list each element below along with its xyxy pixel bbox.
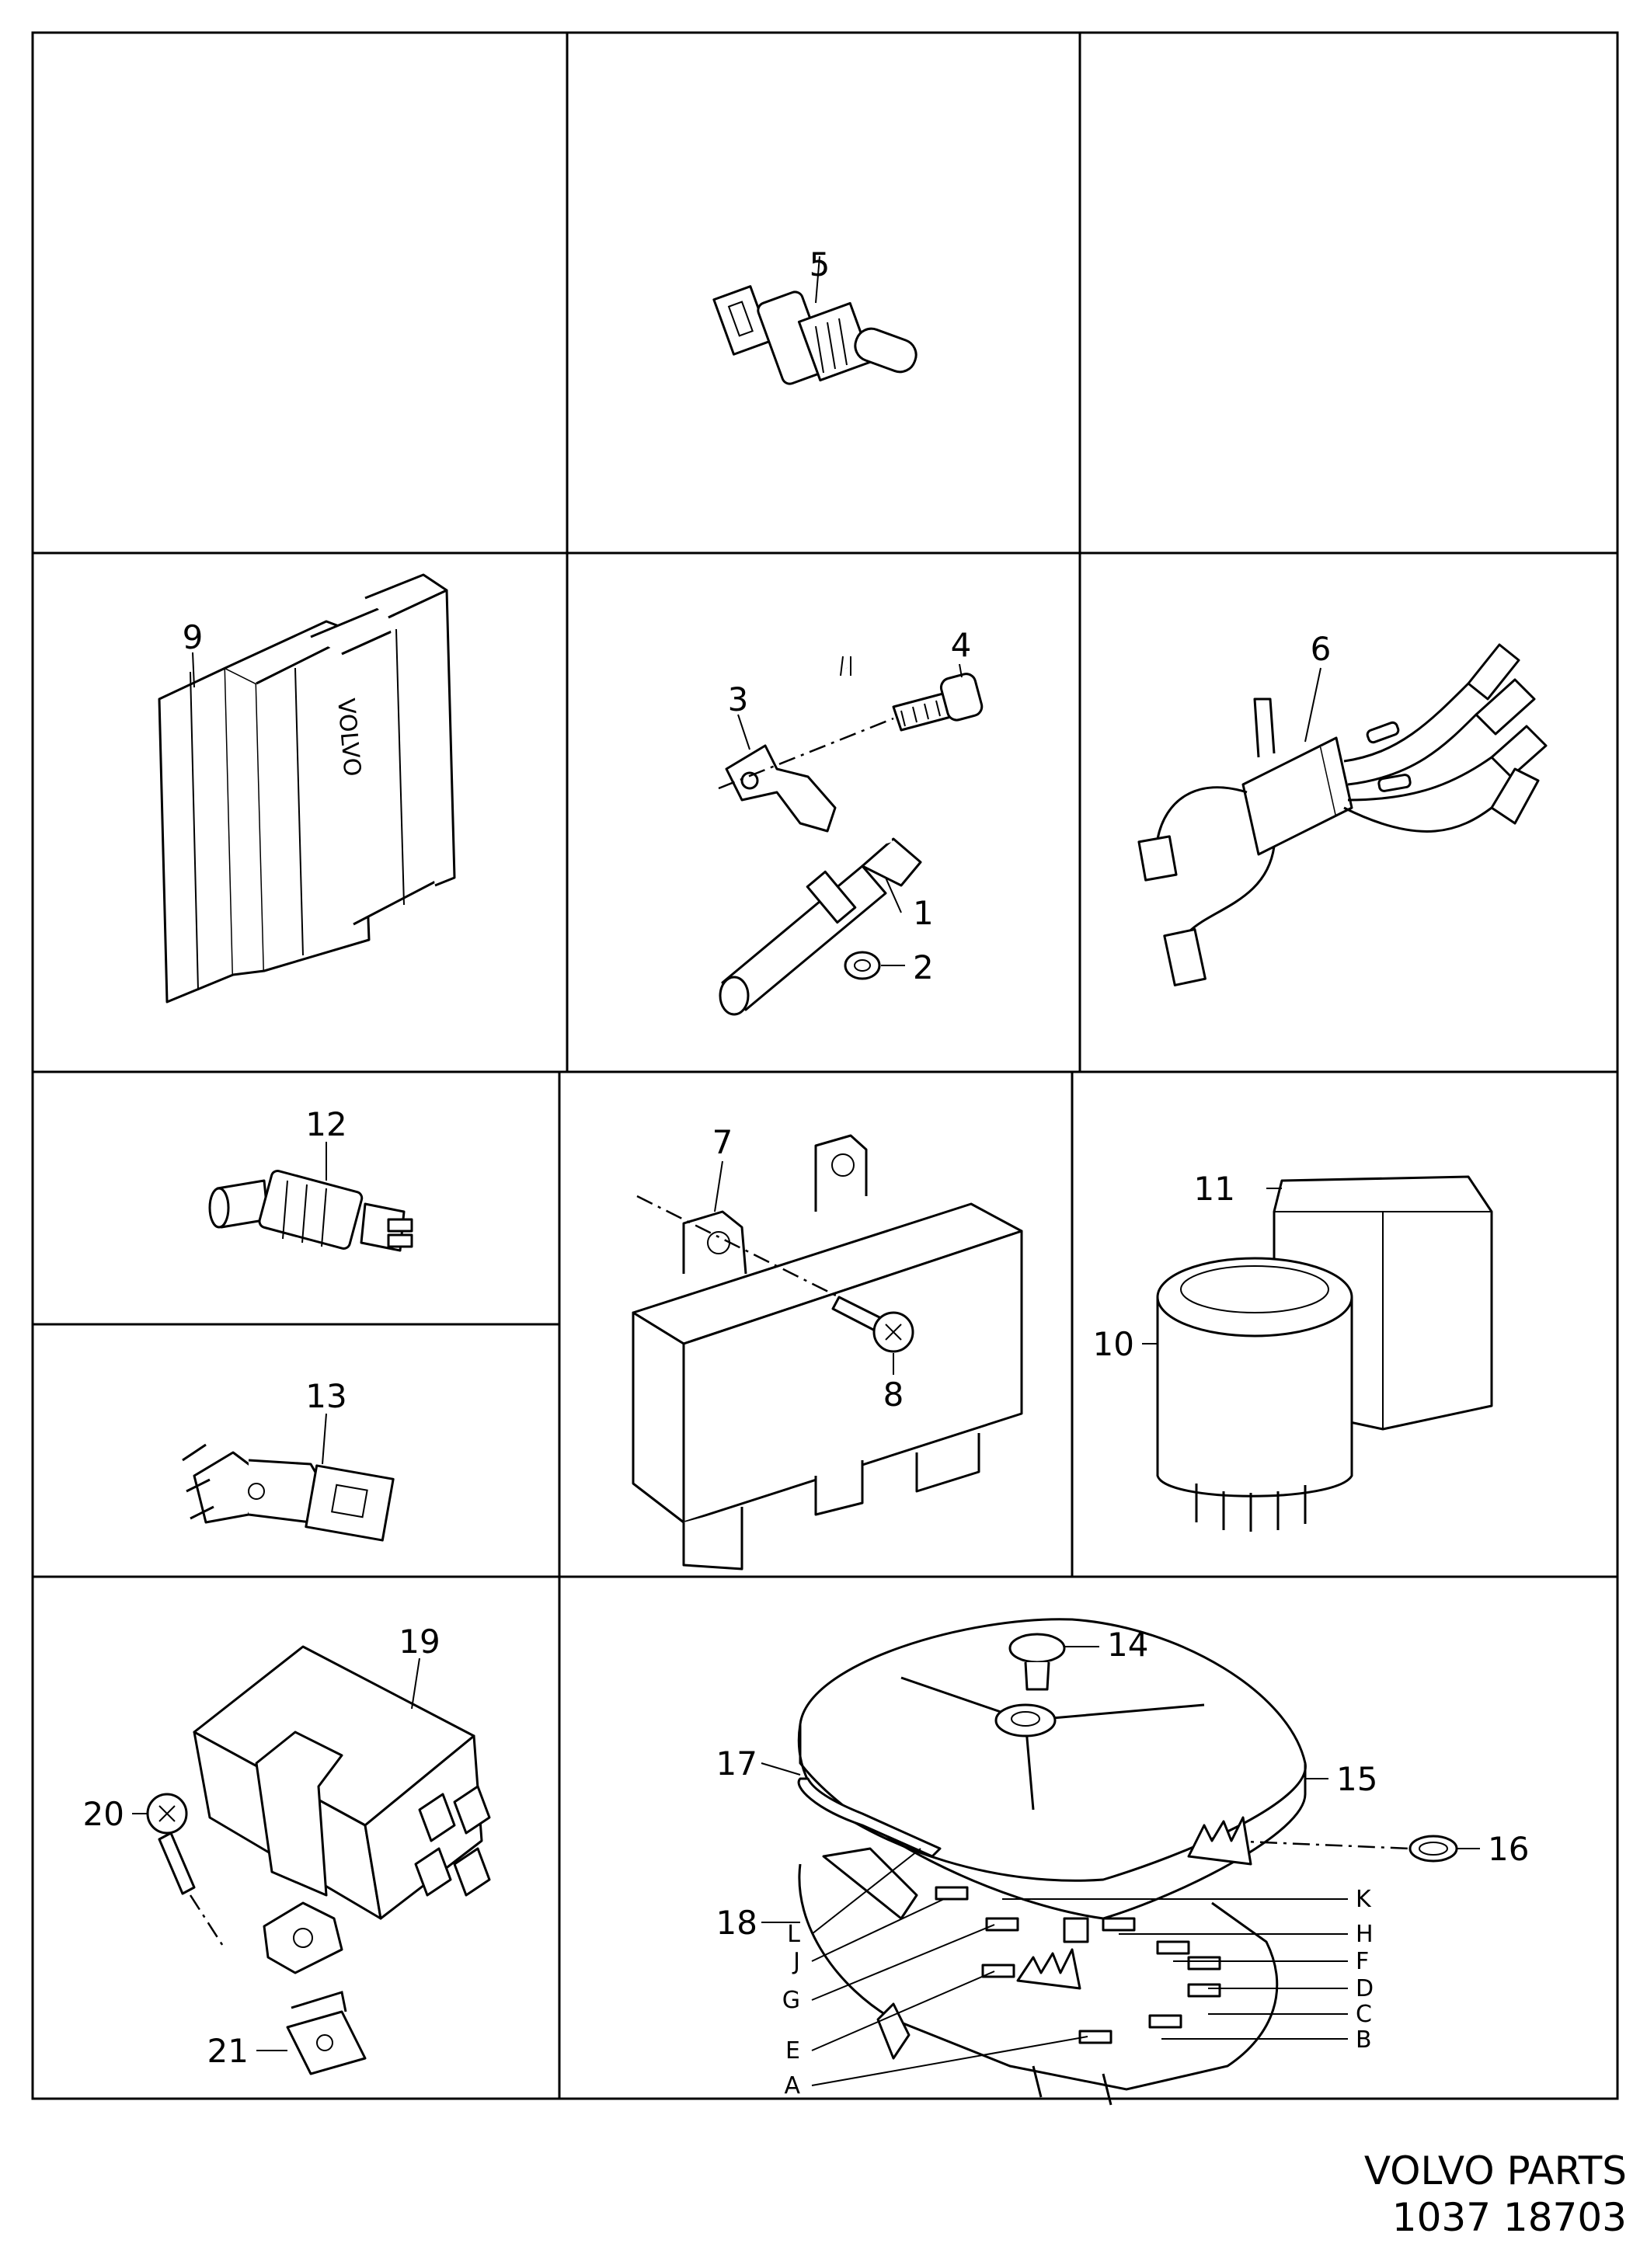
terminal-label-B: B bbox=[1356, 2026, 1372, 2054]
footer-brand: VOLVO PARTS bbox=[1363, 2148, 1627, 2193]
part-19-relay bbox=[193, 1645, 491, 1974]
part-6-harness bbox=[1137, 643, 1548, 986]
footer-code: 1037 18703 bbox=[1391, 2195, 1627, 2240]
terminal-label-D: D bbox=[1356, 1975, 1374, 2002]
callout-7: 7 bbox=[712, 1123, 733, 1161]
part-5-sender bbox=[712, 256, 918, 385]
part-14-screw bbox=[1008, 1633, 1099, 1691]
callout-18: 18 bbox=[716, 1904, 757, 1942]
terminal-label-K: K bbox=[1356, 1886, 1372, 1913]
part-16-seal bbox=[1408, 1835, 1480, 1863]
terminal-label-E: E bbox=[785, 2037, 800, 2065]
terminal-label-J: J bbox=[792, 1948, 800, 1975]
part-21-clip bbox=[256, 1991, 367, 2075]
callout-15: 15 bbox=[1336, 1760, 1377, 1798]
callout-9: 9 bbox=[183, 618, 204, 656]
part-3-bracket bbox=[725, 714, 837, 833]
footer: VOLVO PARTS 1037 18703 bbox=[1364, 2148, 1627, 2241]
callout-17: 17 bbox=[716, 1744, 757, 1783]
terminal-label-A: A bbox=[784, 2072, 800, 2099]
callout-12: 12 bbox=[305, 1105, 346, 1143]
terminal-label-G: G bbox=[782, 1987, 800, 2014]
callout-20: 20 bbox=[83, 1795, 124, 1833]
callout-11: 11 bbox=[1194, 1170, 1235, 1208]
terminal-label-L: L bbox=[787, 1921, 800, 1948]
callout-8: 8 bbox=[883, 1376, 904, 1414]
part-8-screw bbox=[831, 1296, 914, 1375]
assembly-line-16 bbox=[1227, 1839, 1411, 1850]
assembly-line-20 bbox=[189, 1894, 227, 1950]
callout-5: 5 bbox=[810, 245, 830, 284]
callout-6: 6 bbox=[1311, 630, 1332, 668]
callout-14: 14 bbox=[1107, 1626, 1148, 1664]
part-13-connector bbox=[182, 1413, 395, 1542]
callout-16: 16 bbox=[1488, 1830, 1529, 1868]
callout-10: 10 bbox=[1093, 1325, 1134, 1363]
terminal-leaders bbox=[811, 1848, 1348, 2086]
assembly-line-8 bbox=[636, 1195, 840, 1299]
part-2-washer bbox=[844, 951, 905, 980]
part-1-sensor bbox=[719, 656, 922, 1016]
assembly-line-4 bbox=[718, 717, 894, 790]
callout-3: 3 bbox=[728, 680, 749, 718]
part-20-screw bbox=[132, 1793, 196, 1895]
part-17-gasket bbox=[761, 1762, 942, 1858]
part-18-base bbox=[761, 1816, 1279, 2106]
part-4-bolt bbox=[892, 663, 984, 732]
part-10-relay bbox=[1142, 1257, 1353, 1532]
callout-19: 19 bbox=[399, 1623, 440, 1661]
grid-frame bbox=[31, 31, 1619, 2100]
terminal-label-C: C bbox=[1356, 2001, 1372, 2028]
part-12-switch bbox=[208, 1142, 413, 1252]
terminal-label-H: H bbox=[1356, 1921, 1374, 1948]
part-9-marking: VOLVO bbox=[332, 697, 366, 777]
callout-1: 1 bbox=[913, 894, 934, 932]
part-7-control-unit bbox=[632, 1134, 1023, 1571]
terminal-label-F: F bbox=[1356, 1948, 1369, 1975]
part-9-block bbox=[158, 573, 456, 1004]
callout-4: 4 bbox=[951, 626, 972, 664]
callout-21: 21 bbox=[207, 2032, 249, 2070]
callout-13: 13 bbox=[305, 1377, 346, 1415]
callout-2: 2 bbox=[913, 948, 934, 986]
